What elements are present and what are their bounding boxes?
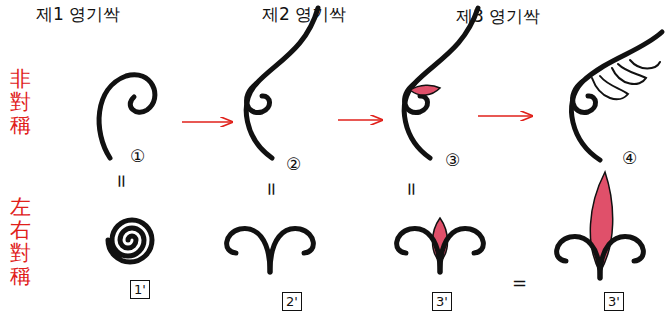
callout-box: 3' <box>604 292 624 311</box>
callout-number: ④ <box>622 150 637 167</box>
equal-sign: = <box>113 173 131 188</box>
callout-number: 2' <box>286 295 298 308</box>
callout-number: 1' <box>134 283 146 296</box>
column-heading: 제3 영기싹 <box>456 8 540 25</box>
equal-sign: = <box>403 181 421 196</box>
callout-number: 3' <box>608 295 620 308</box>
equal-sign: = <box>263 181 281 196</box>
row-heading: 非對稱 <box>10 68 31 137</box>
callout-number: ③ <box>445 152 460 169</box>
row-heading: 左右對稱 <box>10 196 31 288</box>
equal-sign: = <box>512 274 527 292</box>
column-heading: 제1 영기싹 <box>36 6 120 23</box>
callout-number: ① <box>130 148 145 165</box>
callout-box: 2' <box>282 292 302 311</box>
callout-number: 3' <box>436 295 448 308</box>
callout-box: 3' <box>432 292 452 311</box>
callout-box: 1' <box>130 280 150 299</box>
column-heading: 제2 영기싹 <box>262 6 346 23</box>
callout-number: ② <box>286 156 301 173</box>
